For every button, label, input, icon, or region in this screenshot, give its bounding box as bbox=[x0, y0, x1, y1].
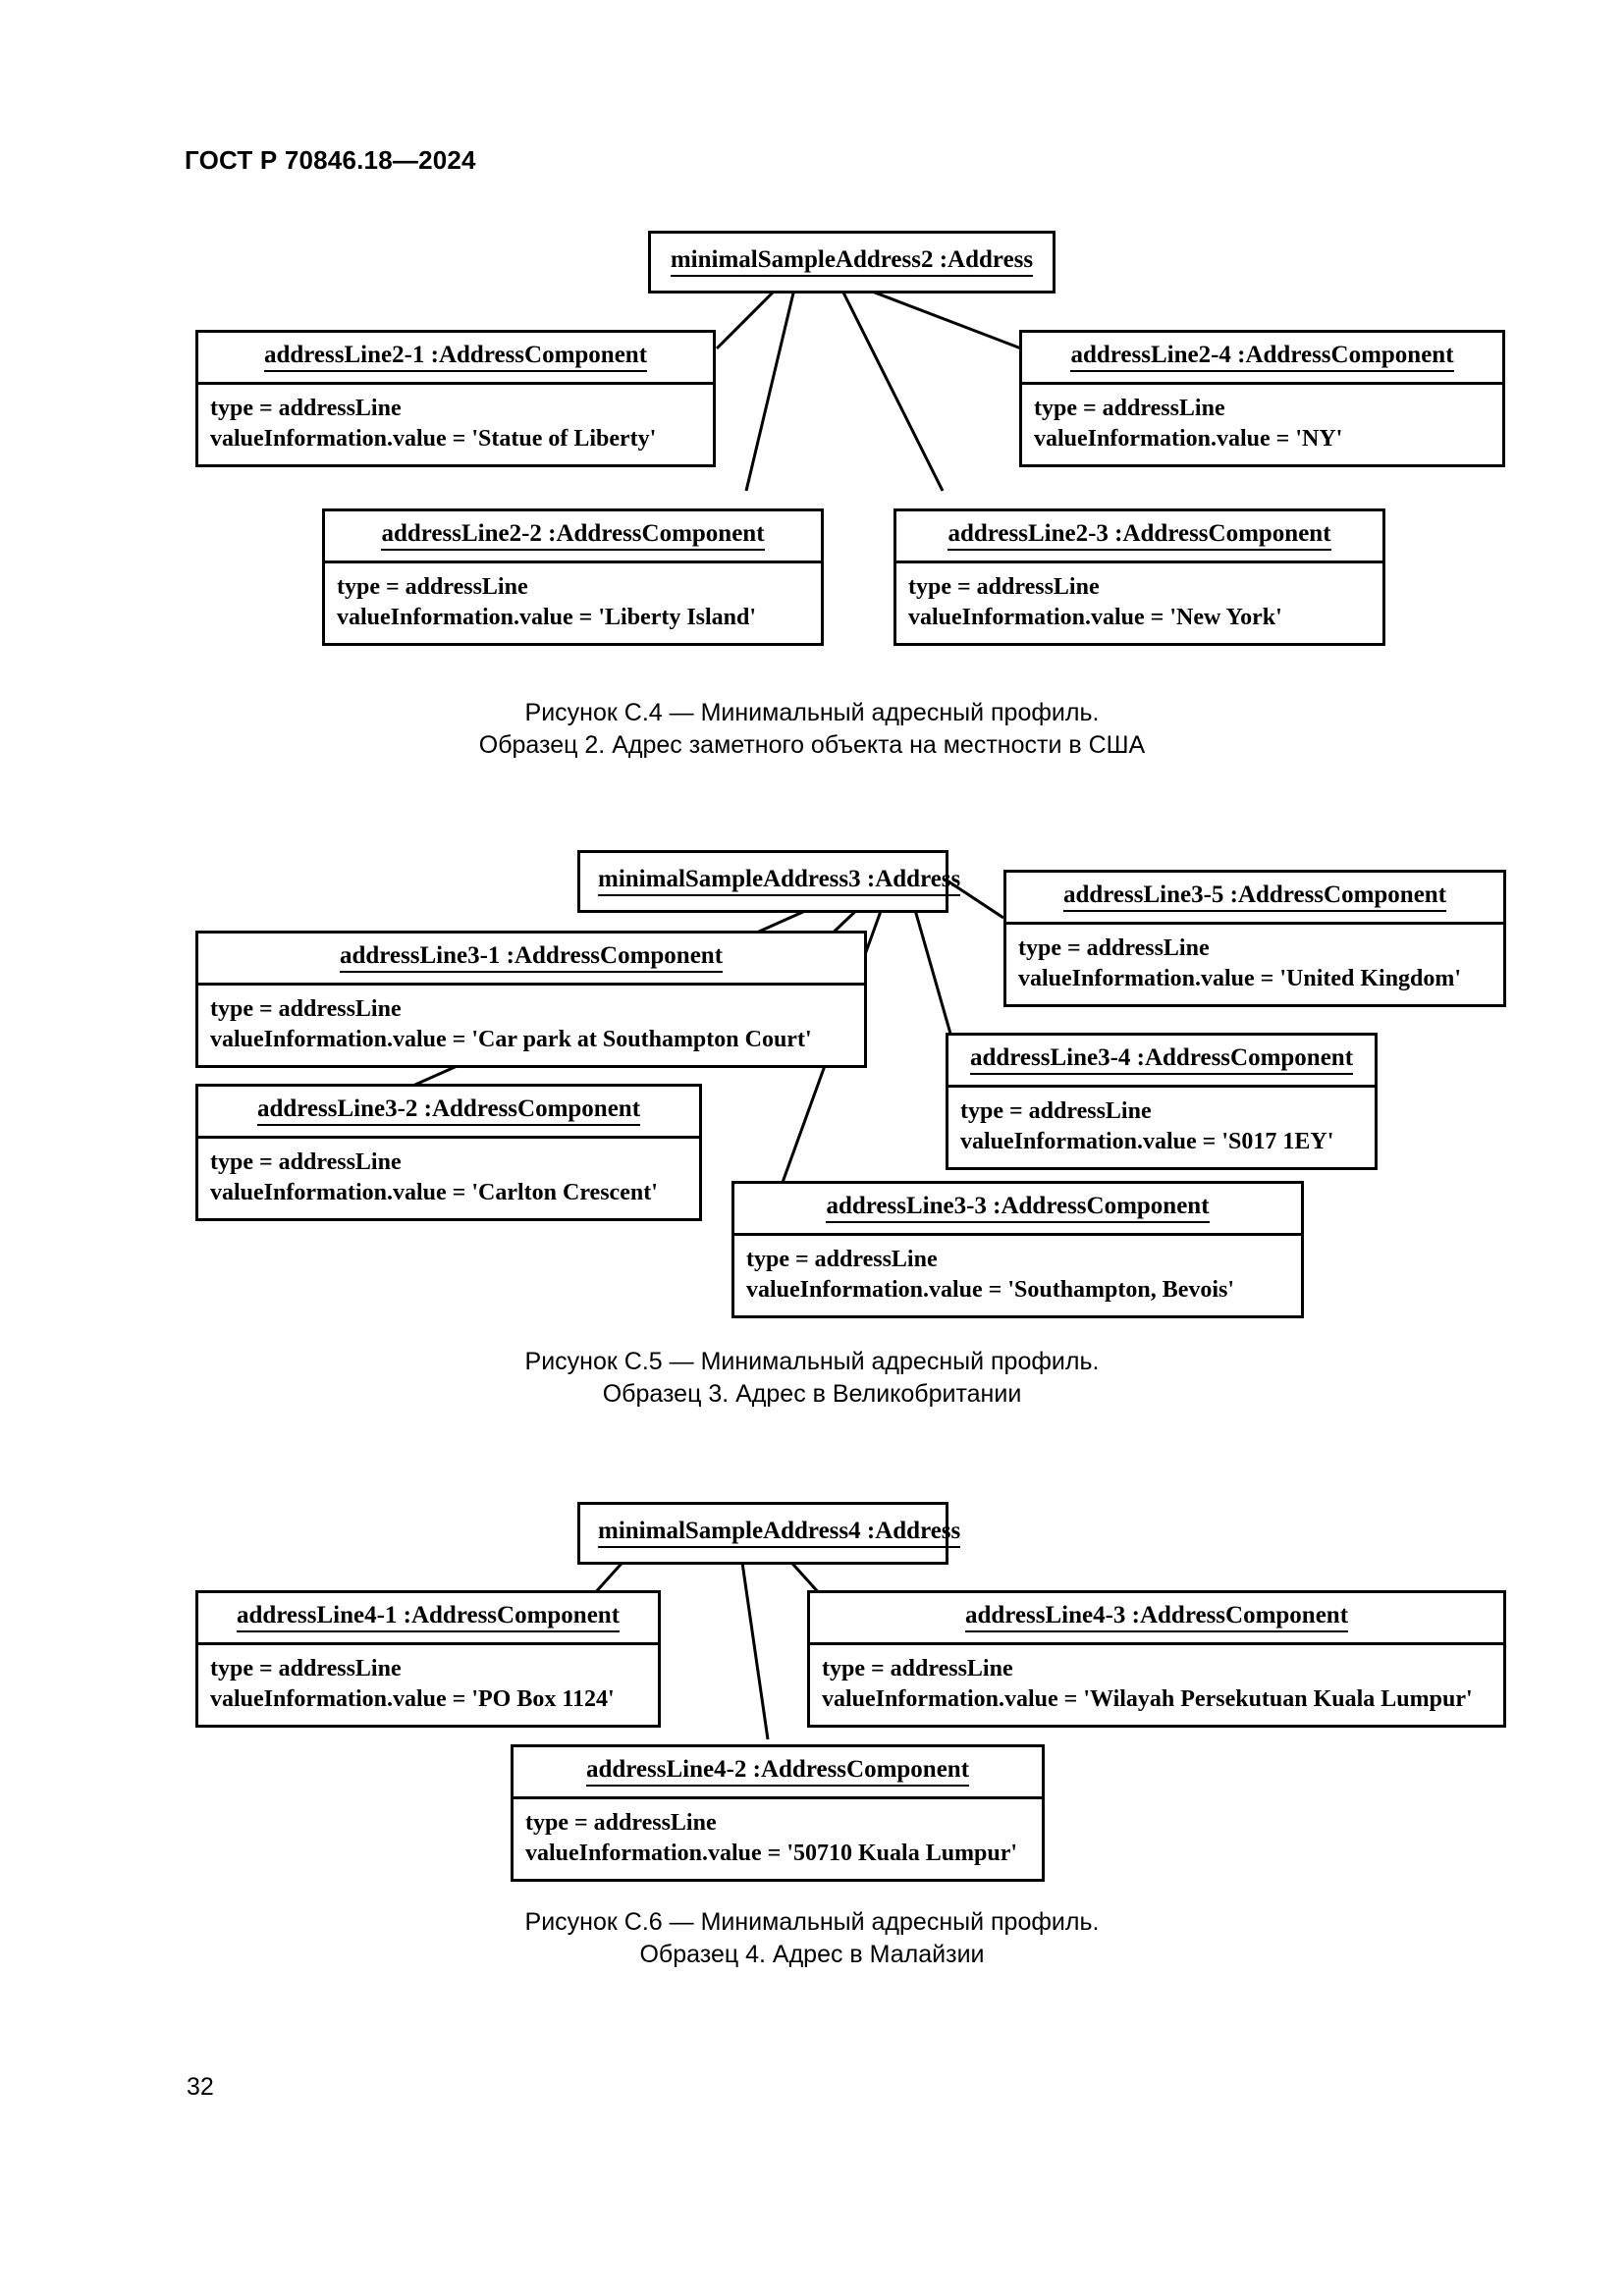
object-attributes: type = addressLine valueInformation.valu… bbox=[198, 986, 864, 1065]
object-addressLine2-4[interactable]: addressLine2-4 :AddressComponent type = … bbox=[1019, 330, 1505, 468]
object-attributes: type = addressLine valueInformation.valu… bbox=[810, 1645, 1503, 1725]
figure-c5-caption: Рисунок С.5 — Минимальный адресный профи… bbox=[0, 1346, 1624, 1411]
object-minimalSampleAddress3[interactable]: minimalSampleAddress3 :Address bbox=[577, 850, 961, 913]
figure-c6-diagram: minimalSampleAddress4 :Address addressLi… bbox=[195, 1502, 1506, 1883]
object-title: addressLine4-2 :AddressComponent bbox=[514, 1747, 1042, 1799]
object-title: addressLine3-1 :AddressComponent bbox=[198, 934, 864, 986]
object-addressLine3-1[interactable]: addressLine3-1 :AddressComponent type = … bbox=[195, 931, 867, 1069]
object-addressLine4-1[interactable]: addressLine4-1 :AddressComponent type = … bbox=[195, 1590, 661, 1729]
attribute-value: valueInformation.value = '50710 Kuala Lu… bbox=[525, 1840, 1018, 1866]
attribute-type: type = addressLine bbox=[960, 1098, 1152, 1124]
attribute-value: valueInformation.value = 'United Kingdom… bbox=[1018, 965, 1462, 991]
attribute-type: type = addressLine bbox=[525, 1810, 717, 1836]
figure-c4-diagram: minimalSampleAddress2 :Address addressLi… bbox=[0, 0, 1624, 687]
object-attributes: type = addressLine valueInformation.valu… bbox=[325, 563, 821, 643]
object-title: addressLine4-3 :AddressComponent bbox=[810, 1593, 1503, 1645]
attribute-value: valueInformation.value = 'S017 1EY' bbox=[960, 1128, 1334, 1154]
object-title: minimalSampleAddress2 :Address bbox=[651, 234, 1053, 291]
object-addressLine4-2[interactable]: addressLine4-2 :AddressComponent type = … bbox=[511, 1744, 1045, 1883]
attribute-value: valueInformation.value = 'Statue of Libe… bbox=[210, 425, 657, 452]
object-attributes: type = addressLine valueInformation.valu… bbox=[1006, 925, 1503, 1004]
object-addressLine3-2[interactable]: addressLine3-2 :AddressComponent type = … bbox=[195, 1084, 702, 1222]
attribute-type: type = addressLine bbox=[210, 996, 402, 1022]
object-addressLine3-5[interactable]: addressLine3-5 :AddressComponent type = … bbox=[1003, 870, 1506, 1008]
object-addressLine2-2[interactable]: addressLine2-2 :AddressComponent type = … bbox=[322, 508, 824, 647]
attribute-type: type = addressLine bbox=[1018, 935, 1210, 961]
object-title: addressLine3-3 :AddressComponent bbox=[734, 1184, 1301, 1236]
object-title: addressLine3-4 :AddressComponent bbox=[948, 1036, 1375, 1088]
attribute-type: type = addressLine bbox=[210, 1149, 402, 1175]
attribute-value: valueInformation.value = 'Southampton, B… bbox=[746, 1276, 1235, 1303]
attribute-type: type = addressLine bbox=[822, 1656, 1013, 1682]
attribute-type: type = addressLine bbox=[908, 574, 1100, 600]
attribute-type: type = addressLine bbox=[210, 396, 402, 421]
figure-c4-caption: Рисунок С.4 — Минимальный адресный профи… bbox=[0, 697, 1624, 762]
object-attributes: type = addressLine valueInformation.valu… bbox=[896, 563, 1382, 643]
document-header: ГОСТ Р 70846.18—2024 bbox=[185, 145, 476, 175]
object-attributes: type = addressLine valueInformation.valu… bbox=[198, 1139, 699, 1218]
figure-c4-connectors bbox=[715, 283, 1022, 492]
object-title: addressLine2-3 :AddressComponent bbox=[896, 511, 1382, 563]
attribute-value: valueInformation.value = 'NY' bbox=[1034, 425, 1343, 452]
object-attributes: type = addressLine valueInformation.valu… bbox=[948, 1088, 1375, 1167]
object-title: addressLine2-4 :AddressComponent bbox=[1022, 333, 1502, 385]
caption-line-2: Образец 2. Адрес заметного объекта на ме… bbox=[478, 731, 1146, 759]
caption-line-1: Рисунок С.6 — Минимальный адресный профи… bbox=[524, 1908, 1100, 1936]
page-number: 32 bbox=[187, 2073, 214, 2101]
figure-c5-diagram: minimalSampleAddress3 :Address addressLi… bbox=[195, 850, 1506, 1319]
attribute-value: valueInformation.value = 'Wilayah Persek… bbox=[822, 1685, 1473, 1712]
object-title: addressLine3-2 :AddressComponent bbox=[198, 1087, 699, 1139]
object-attributes: type = addressLine valueInformation.valu… bbox=[514, 1799, 1042, 1879]
object-minimalSampleAddress4[interactable]: minimalSampleAddress4 :Address bbox=[577, 1502, 961, 1565]
attribute-type: type = addressLine bbox=[746, 1247, 938, 1272]
caption-line-2: Образец 3. Адрес в Великобритании bbox=[602, 1380, 1022, 1408]
attribute-type: type = addressLine bbox=[210, 1656, 402, 1682]
caption-line-1: Рисунок С.5 — Минимальный адресный профи… bbox=[524, 1348, 1100, 1375]
object-title: addressLine4-1 :AddressComponent bbox=[198, 1593, 658, 1645]
object-addressLine3-3[interactable]: addressLine3-3 :AddressComponent type = … bbox=[731, 1181, 1304, 1319]
caption-line-1: Рисунок С.4 — Минимальный адресный профи… bbox=[524, 699, 1100, 726]
attribute-type: type = addressLine bbox=[337, 574, 528, 600]
attribute-value: valueInformation.value = 'Car park at So… bbox=[210, 1026, 812, 1052]
object-addressLine2-3[interactable]: addressLine2-3 :AddressComponent type = … bbox=[893, 508, 1385, 647]
figure-c6-caption: Рисунок С.6 — Минимальный адресный профи… bbox=[0, 1906, 1624, 1971]
object-addressLine4-3[interactable]: addressLine4-3 :AddressComponent type = … bbox=[807, 1590, 1506, 1729]
attribute-value: valueInformation.value = 'Liberty Island… bbox=[337, 604, 757, 630]
object-attributes: type = addressLine valueInformation.valu… bbox=[198, 1645, 658, 1725]
object-addressLine3-4[interactable]: addressLine3-4 :AddressComponent type = … bbox=[946, 1033, 1378, 1171]
object-title: minimalSampleAddress3 :Address bbox=[580, 853, 961, 910]
object-attributes: type = addressLine valueInformation.valu… bbox=[198, 385, 713, 464]
object-title: addressLine2-1 :AddressComponent bbox=[198, 333, 713, 385]
attribute-type: type = addressLine bbox=[1034, 396, 1225, 421]
object-title: minimalSampleAddress4 :Address bbox=[580, 1505, 961, 1562]
object-attributes: type = addressLine valueInformation.valu… bbox=[734, 1236, 1301, 1315]
object-title: addressLine2-2 :AddressComponent bbox=[325, 511, 821, 563]
object-minimalSampleAddress2[interactable]: minimalSampleAddress2 :Address bbox=[648, 231, 1056, 294]
attribute-value: valueInformation.value = 'PO Box 1124' bbox=[210, 1685, 615, 1712]
caption-line-2: Образец 4. Адрес в Малайзии bbox=[639, 1941, 985, 1968]
attribute-value: valueInformation.value = 'Carlton Cresce… bbox=[210, 1179, 658, 1205]
object-attributes: type = addressLine valueInformation.valu… bbox=[1022, 385, 1502, 464]
object-title: addressLine3-5 :AddressComponent bbox=[1006, 873, 1503, 925]
attribute-value: valueInformation.value = 'New York' bbox=[908, 604, 1282, 630]
object-addressLine2-1[interactable]: addressLine2-1 :AddressComponent type = … bbox=[195, 330, 716, 468]
